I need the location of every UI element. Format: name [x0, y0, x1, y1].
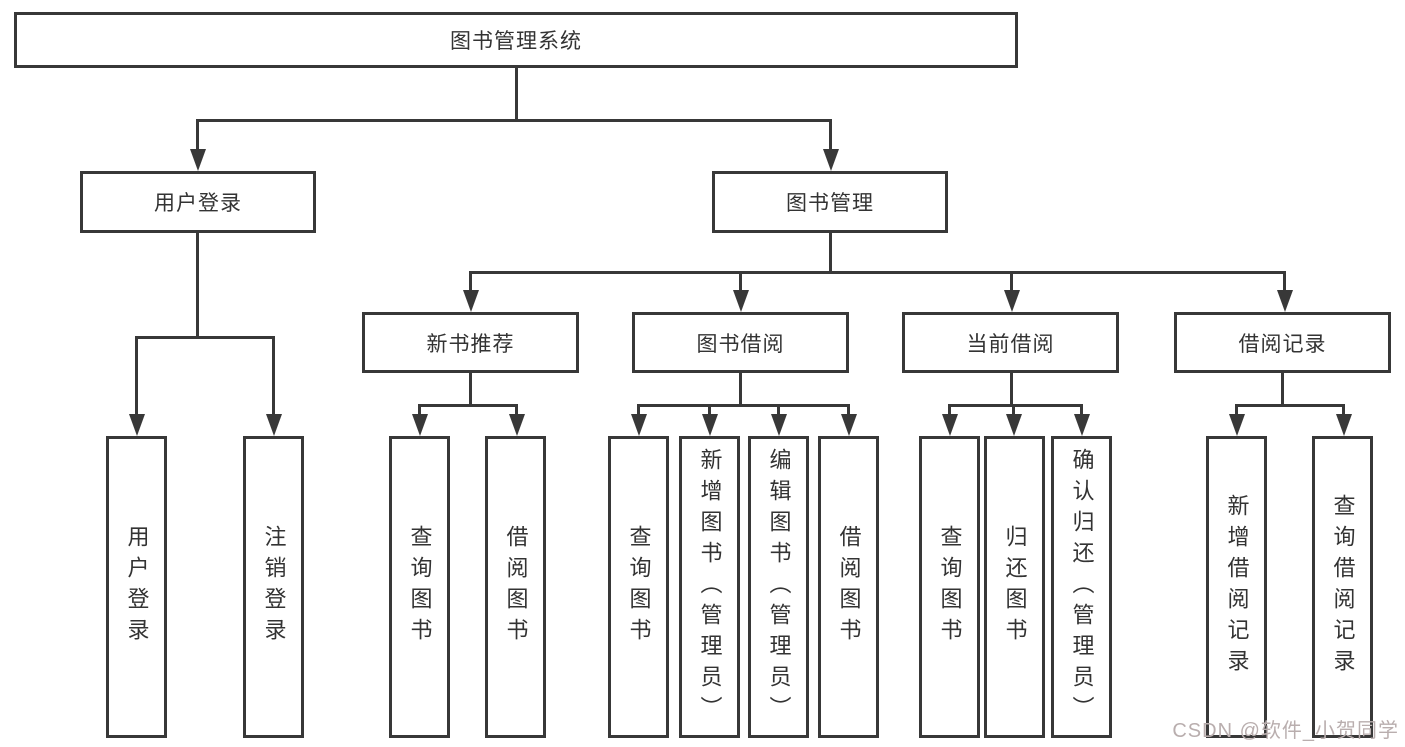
connector-arrow-stem-a2: [515, 404, 518, 416]
arrowhead-a2: [509, 414, 525, 436]
leaf-query-books-3: 查询图书: [919, 436, 980, 738]
leaf-borrow-books-2-label: 借阅图书: [836, 525, 862, 649]
connector-arrow-stem-book-borrow: [739, 271, 742, 291]
leaf-borrow-books-1-label: 借阅图书: [503, 525, 529, 649]
node-root-label: 图书管理系统: [450, 30, 582, 53]
leaf-query-books-1-label: 查询图书: [407, 525, 433, 649]
connector-book-borrow-crossbar: [637, 404, 850, 407]
node-user-login: 用户登录: [80, 171, 316, 233]
arrowhead-current-borrow: [1004, 290, 1020, 312]
arrowhead-c1: [942, 414, 958, 436]
connector-l2-crossbar: [196, 119, 832, 122]
leaf-query-borrow-record-label: 查询借阅记录: [1330, 494, 1356, 680]
arrowhead-c2: [1006, 414, 1022, 436]
leaf-query-books-2: 查询图书: [608, 436, 669, 738]
node-book-borrow-label: 图书借阅: [696, 332, 785, 356]
arrowhead-leaf-login: [129, 414, 145, 436]
leaf-confirm-return-admin: 确认归还（管理员）: [1051, 436, 1112, 738]
connector-new-book-crossbar: [418, 404, 518, 407]
node-book-mgmt-label: 图书管理: [786, 192, 874, 215]
connector-arrow-stem-leaf-logout: [272, 336, 275, 416]
connector-arrow-stem-current-borrow: [1010, 271, 1013, 291]
node-book-borrow: 图书借阅: [632, 312, 849, 373]
leaf-query-borrow-record: 查询借阅记录: [1312, 436, 1373, 738]
csdn-watermark: CSDN @软件_小贺同学: [1172, 720, 1399, 742]
arrowhead-a1: [412, 414, 428, 436]
arrowhead-borrow-records: [1277, 290, 1293, 312]
node-new-book-rec: 新书推荐: [362, 312, 579, 373]
connector-borrow-records-crossbar: [1235, 404, 1345, 407]
connector-user-login-crossbar: [135, 336, 275, 339]
arrowhead-book-mgmt: [823, 149, 839, 171]
arrowhead-d2: [1336, 414, 1352, 436]
leaf-query-books-3-label: 查询图书: [937, 525, 963, 649]
connector-arrow-stem-new-book: [469, 271, 472, 291]
leaf-borrow-books-2: 借阅图书: [818, 436, 879, 738]
leaf-logout-label: 注销登录: [261, 525, 287, 649]
connector-current-borrow-crossbar: [948, 404, 1083, 407]
connector-arrow-stem-b2: [708, 404, 711, 416]
leaf-user-login: 用户登录: [106, 436, 167, 738]
node-user-login-label: 用户登录: [154, 192, 242, 215]
leaf-query-books-1: 查询图书: [389, 436, 450, 738]
leaf-user-login-label: 用户登录: [124, 525, 150, 649]
connector-borrow-records-stem: [1281, 373, 1284, 407]
arrowhead-b2: [702, 414, 718, 436]
leaf-edit-book-admin: 编辑图书（管理员）: [748, 436, 809, 738]
arrowhead-b1: [631, 414, 647, 436]
leaf-add-borrow-record-label: 新增借阅记录: [1224, 494, 1250, 680]
arrowhead-leaf-logout: [266, 414, 282, 436]
arrowhead-b3: [771, 414, 787, 436]
connector-arrow-stem-leaf-login: [135, 336, 138, 416]
connector-book-borrow-stem: [739, 373, 742, 407]
node-book-mgmt: 图书管理: [712, 171, 948, 233]
leaf-add-borrow-record: 新增借阅记录: [1206, 436, 1267, 738]
connector-arrow-stem-d2: [1342, 404, 1345, 416]
connector-arrow-stem-b4: [847, 404, 850, 416]
node-borrow-records: 借阅记录: [1174, 312, 1391, 373]
node-current-borrow: 当前借阅: [902, 312, 1119, 373]
leaf-edit-book-admin-label: 编辑图书（管理员）: [766, 447, 792, 727]
connector-book-mgmt-stem: [829, 233, 832, 274]
leaf-confirm-return-admin-label: 确认归还（管理员）: [1069, 447, 1095, 727]
connector-arrow-stem-d1: [1235, 404, 1238, 416]
arrowhead-user-login: [190, 149, 206, 171]
connector-l3-crossbar: [469, 271, 1286, 274]
leaf-borrow-books-1: 借阅图书: [485, 436, 546, 738]
connector-root-stem: [515, 68, 518, 121]
connector-current-borrow-stem: [1010, 373, 1013, 407]
leaf-add-book-admin: 新增图书（管理员）: [679, 436, 740, 738]
connector-arrow-stem-b1: [637, 404, 640, 416]
arrowhead-book-borrow: [733, 290, 749, 312]
connector-arrow-stem-c3: [1080, 404, 1083, 416]
leaf-logout: 注销登录: [243, 436, 304, 738]
leaf-add-book-admin-label: 新增图书（管理员）: [697, 447, 723, 727]
connector-new-book-stem: [469, 373, 472, 407]
leaf-return-book: 归还图书: [984, 436, 1045, 738]
arrowhead-d1: [1229, 414, 1245, 436]
arrowhead-c3: [1074, 414, 1090, 436]
connector-arrow-stem-book-mgmt: [829, 119, 832, 153]
arrowhead-new-book: [463, 290, 479, 312]
connector-user-login-stem: [196, 233, 199, 337]
node-root: 图书管理系统: [14, 12, 1018, 68]
node-current-borrow-label: 当前借阅: [966, 332, 1055, 356]
node-new-book-rec-label: 新书推荐: [426, 332, 515, 356]
connector-arrow-stem-a1: [418, 404, 421, 416]
leaf-return-book-label: 归还图书: [1002, 525, 1028, 649]
connector-arrow-stem-borrow-records: [1283, 271, 1286, 291]
arrowhead-b4: [841, 414, 857, 436]
connector-arrow-stem-c1: [948, 404, 951, 416]
connector-arrow-stem-c2: [1012, 404, 1015, 416]
connector-arrow-stem-b3: [777, 404, 780, 416]
connector-arrow-stem-user-login: [196, 119, 199, 153]
node-borrow-records-label: 借阅记录: [1238, 332, 1327, 356]
leaf-query-books-2-label: 查询图书: [626, 525, 652, 649]
